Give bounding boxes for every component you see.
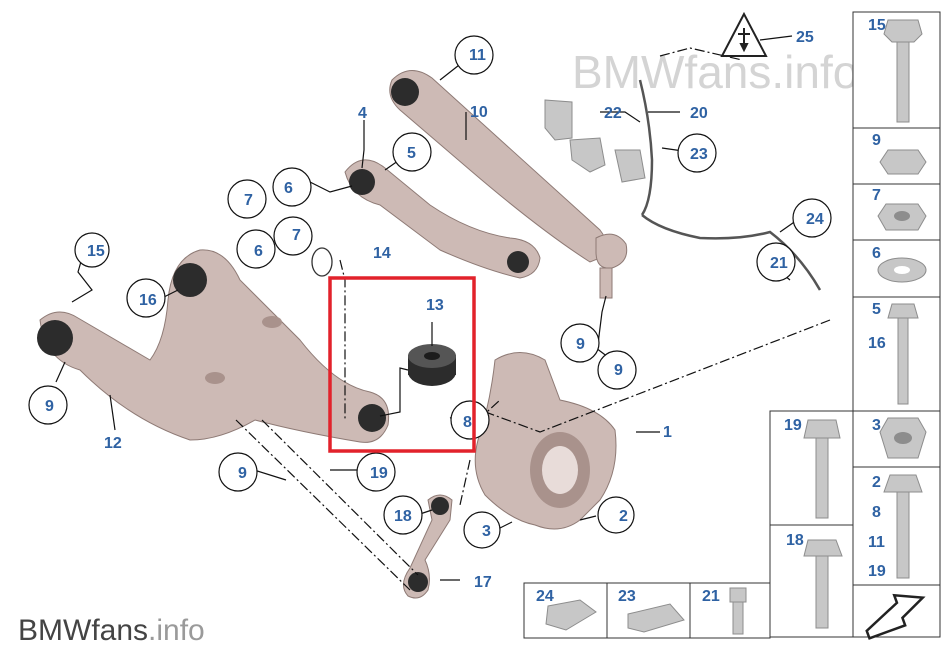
panel-label-8: 8 [872, 504, 881, 521]
callout-circle-19 [356, 452, 396, 492]
wishbone-rear-bushing [173, 263, 207, 297]
side-hardware-panels: 19 18 [769, 410, 854, 638]
panel-label-19: 19 [868, 563, 886, 580]
callout-circle-9d [597, 350, 637, 390]
hub-bore-inner [542, 446, 578, 494]
callout-9d: 9 [614, 362, 623, 379]
callout-9c: 9 [576, 336, 585, 353]
watermark-bottom: BMWfans.info [18, 614, 205, 647]
highlight-box-13 [328, 276, 476, 453]
callout-circle-9c [560, 323, 600, 363]
panel-label-11: 11 [868, 534, 885, 551]
callout-circle-6b [236, 229, 276, 269]
callout-circle-3 [463, 511, 501, 549]
camber-arm-outer-bushing [507, 251, 529, 273]
callout-1: 1 [663, 424, 672, 441]
bottom-label-23: 23 [618, 588, 636, 605]
callout-17: 17 [474, 574, 492, 591]
callout-6b: 6 [254, 243, 263, 260]
toe-link-upper-joint [431, 497, 449, 515]
callout-circle-21 [756, 242, 796, 282]
wishbone-outer-bushing [358, 404, 386, 432]
callout-11: 11 [469, 47, 486, 64]
callout-circle-5 [392, 132, 432, 172]
callout-circle-9a [28, 385, 68, 425]
callout-circle-8 [450, 400, 490, 440]
warning-triangle-icon [720, 11, 768, 57]
panel-label-15: 15 [868, 17, 886, 34]
callout-circle-7b [273, 216, 313, 256]
callout-10: 10 [470, 104, 488, 121]
callout-7b: 7 [292, 227, 301, 244]
bottom-label-24: 24 [536, 588, 554, 605]
callout-circle-9b [218, 452, 258, 492]
callout-circle-7a [227, 179, 267, 219]
wishbone-hole [262, 316, 282, 328]
callout-19: 19 [370, 465, 388, 482]
callout-25: 25 [796, 29, 814, 46]
callout-circle-23 [677, 133, 717, 173]
bracket-22 [544, 99, 646, 183]
callout-23: 23 [690, 146, 708, 163]
callout-14: 14 [373, 245, 391, 262]
callout-9b: 9 [238, 465, 247, 482]
callout-20: 20 [690, 105, 708, 122]
bottom-hardware-panels: 24 23 21 [523, 582, 771, 639]
upper-arm-bushing [391, 78, 419, 106]
callout-9a: 9 [45, 398, 54, 415]
wishbone-front-bushing [37, 320, 73, 356]
callout-2: 2 [619, 508, 628, 525]
panel-label-6: 6 [872, 245, 881, 262]
panel-label-16: 16 [868, 335, 886, 352]
ball-joint-stud [599, 267, 613, 299]
callout-24: 24 [806, 211, 824, 228]
callouts: 11 4 10 5 6 7 7 6 14 15 16 9 12 9 19 13 … [28, 29, 832, 591]
sensor-cable [638, 79, 822, 291]
callout-22: 22 [604, 105, 622, 122]
bottom-label-21: 21 [702, 588, 720, 605]
callout-5: 5 [407, 145, 416, 162]
callout-15: 15 [87, 243, 105, 260]
wishbone-hole-2 [205, 372, 225, 384]
callout-circle-15 [74, 232, 110, 268]
callout-21: 21 [770, 255, 788, 272]
callout-circle-11 [454, 35, 494, 75]
ball-joint [595, 233, 628, 269]
watermark-top: BMWfans.info [572, 46, 858, 98]
panel-label-2: 2 [872, 474, 881, 491]
callout-13: 13 [426, 297, 444, 314]
callout-circle-18 [383, 495, 423, 535]
panel-label-3: 3 [872, 417, 881, 434]
callout-4: 4 [358, 105, 367, 122]
leader-lines [55, 35, 831, 591]
callout-circle-16 [126, 278, 166, 318]
next-page-arrow-icon[interactable] [859, 586, 930, 640]
panel-label-9: 9 [872, 132, 881, 149]
upper-control-arm [389, 70, 607, 263]
callout-12: 12 [104, 435, 122, 452]
callout-circle-6a [272, 167, 312, 207]
bushing-13 [408, 344, 456, 386]
side-label-19: 19 [784, 417, 802, 434]
panel-label-5: 5 [872, 301, 881, 318]
camber-arm-bushing [349, 169, 375, 195]
callout-16: 16 [139, 292, 157, 309]
callout-6a: 6 [284, 180, 293, 197]
right-hardware-panel: 15 9 7 6 5 16 3 2 8 11 19 [852, 11, 941, 640]
callout-7a: 7 [244, 192, 253, 209]
callout-circle-2 [597, 496, 635, 534]
toe-link-lower-joint [408, 572, 428, 592]
callout-18: 18 [394, 508, 412, 525]
callout-circle-24 [792, 198, 832, 238]
panel-label-7: 7 [872, 187, 881, 204]
lower-wishbone [39, 249, 390, 443]
side-label-18: 18 [786, 532, 804, 549]
camber-arm [344, 159, 541, 279]
callout-3: 3 [482, 523, 491, 540]
callout-8: 8 [463, 414, 472, 431]
